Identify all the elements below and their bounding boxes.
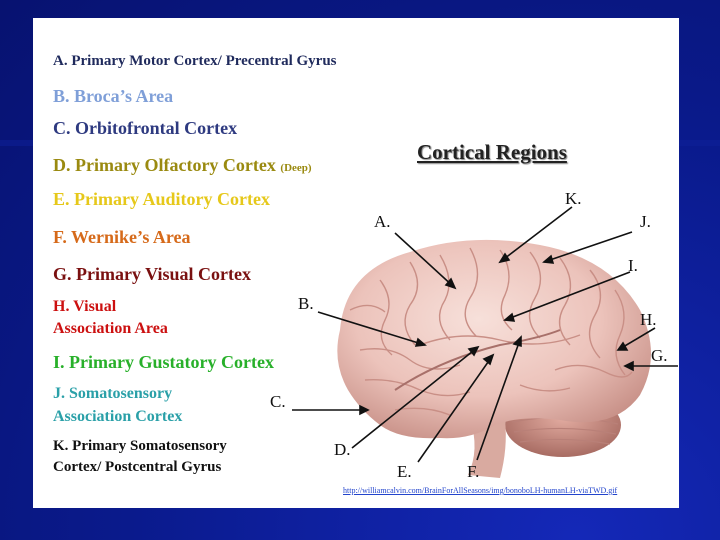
label-h-line2: Association Area	[53, 320, 168, 337]
label-j-line1: J. Somatosensory	[53, 385, 173, 402]
pointer-h: H.	[640, 310, 657, 329]
label-g: G. Primary Visual Cortex	[53, 264, 251, 284]
pointer-j: J.	[640, 212, 651, 231]
label-h-line1: H. Visual	[53, 298, 117, 315]
label-k-line2: Cortex/ Postcentral Gyrus	[53, 459, 222, 475]
label-k-line1: K. Primary Somatosensory	[53, 438, 227, 454]
label-j-line2: Association Cortex	[53, 408, 183, 425]
label-b: B. Broca’s Area	[53, 86, 174, 106]
label-d-text: D. Primary Olfactory Cortex	[53, 155, 276, 175]
diagram-title: Cortical Regions	[417, 140, 567, 164]
label-d-note: (Deep)	[280, 162, 312, 174]
label-e: E. Primary Auditory Cortex	[53, 189, 270, 209]
label-a: A. Primary Motor Cortex/ Precentral Gyru…	[53, 53, 337, 69]
pointer-k: K.	[565, 189, 582, 208]
label-d: D. Primary Olfactory Cortex (Deep)	[53, 155, 312, 176]
pointer-lines	[292, 206, 678, 463]
pointer-f: F.	[467, 462, 480, 481]
label-i: I. Primary Gustatory Cortex	[53, 352, 274, 372]
label-c: C. Orbitofrontal Cortex	[53, 118, 238, 138]
pointer-e: E.	[397, 462, 412, 481]
source-link[interactable]: http://williamcalvin.com/BrainForAllSeas…	[343, 486, 618, 495]
pointer-i: I.	[628, 256, 638, 275]
pointer-c: C.	[270, 392, 286, 411]
pointer-g: G.	[651, 346, 668, 365]
lateral-sulcus	[394, 329, 561, 391]
label-f: F. Wernike’s Area	[53, 227, 191, 247]
pointer-d: D.	[334, 440, 351, 459]
pointer-a: A.	[374, 212, 391, 231]
gyri-folds	[349, 247, 633, 416]
pointer-b: B.	[298, 294, 314, 313]
